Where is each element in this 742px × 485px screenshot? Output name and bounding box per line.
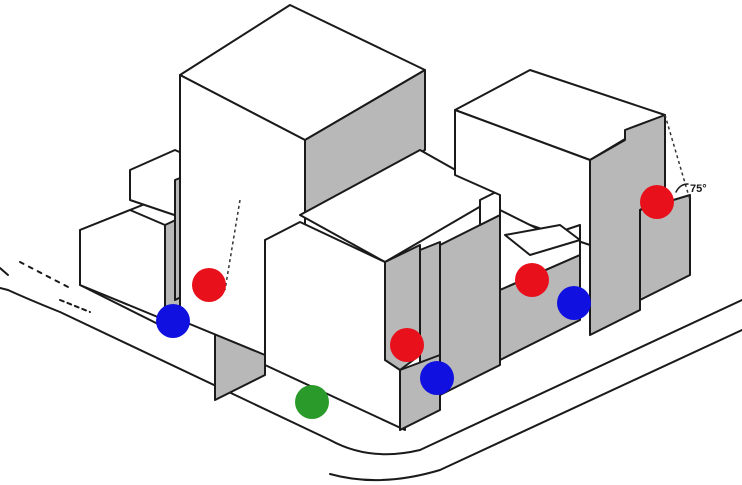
marker-red-4 — [640, 185, 674, 219]
marker-red-3 — [515, 263, 549, 297]
street-curb — [0, 261, 742, 482]
marker-blue-2 — [420, 361, 454, 395]
marker-red-1 — [192, 268, 226, 302]
marker-green-1 — [295, 385, 329, 419]
marker-blue-1 — [156, 304, 190, 338]
markers-layer — [156, 185, 674, 419]
middle-front-block — [264, 149, 501, 431]
marker-red-2 — [390, 328, 424, 362]
angle-label: 75° — [690, 183, 707, 195]
marker-blue-3 — [557, 286, 591, 320]
sight-lines — [224, 114, 691, 291]
angle-annotation: 75° — [675, 183, 707, 195]
